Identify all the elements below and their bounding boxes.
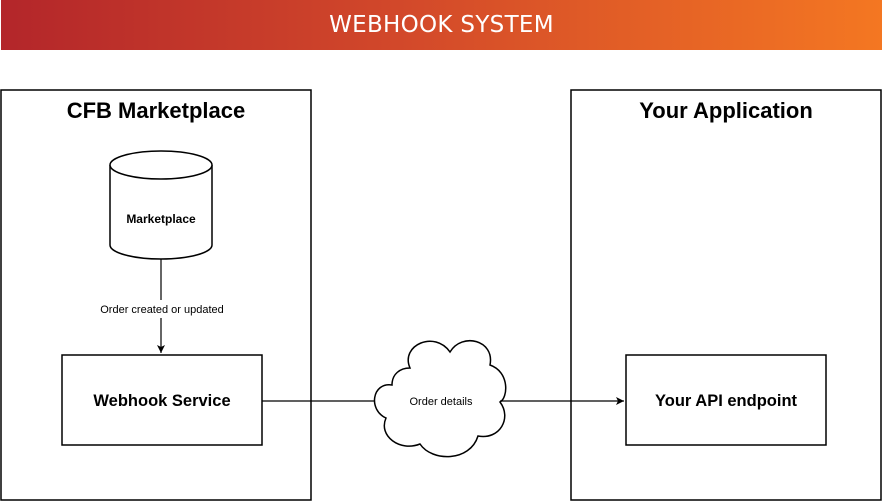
marketplace-database-label: Marketplace (126, 212, 196, 226)
edge-label-background (96, 300, 228, 318)
db-to-service-label: Order created or updated (100, 304, 224, 316)
your-application-title: Your Application (639, 98, 813, 123)
marketplace-database: Marketplace (109, 150, 213, 260)
cloud-label: Order details (410, 396, 473, 408)
order-details-cloud: Order details (373, 339, 507, 458)
title-banner: WEBHOOK SYSTEM (1, 0, 882, 50)
banner-title: WEBHOOK SYSTEM (329, 12, 554, 38)
api-endpoint-box (625, 354, 827, 446)
cfb-marketplace-title: CFB Marketplace (67, 98, 246, 123)
webhook-service-box (61, 354, 263, 446)
webhook-service-label: Webhook Service (93, 392, 230, 410)
api-endpoint-label: Your API endpoint (655, 392, 798, 410)
